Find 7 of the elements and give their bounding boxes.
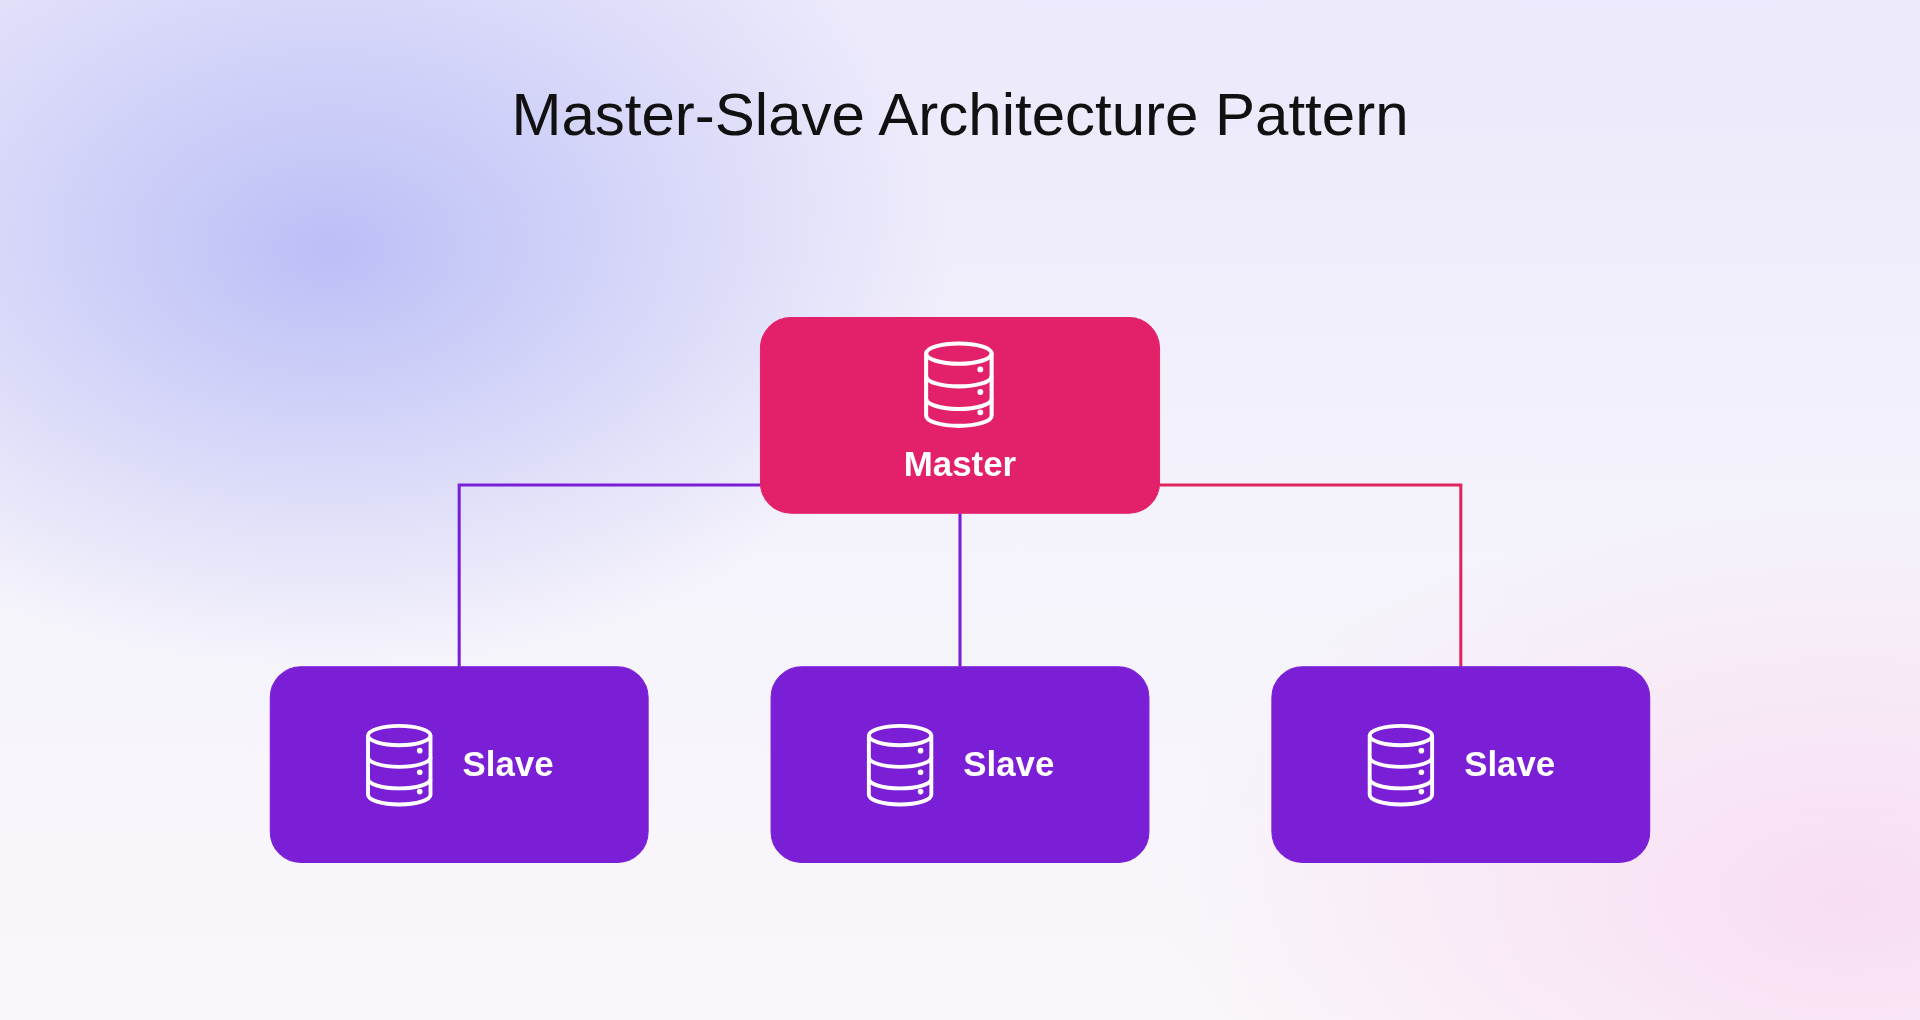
node-box: Master — [759, 317, 1161, 514]
connector — [1159, 483, 1463, 667]
node-box: Slave — [1271, 666, 1651, 863]
diagram-title: Master-Slave Architecture Pattern — [511, 81, 1409, 148]
node-box: Slave — [770, 666, 1150, 863]
node-box: Slave — [269, 666, 649, 863]
connector — [457, 483, 761, 667]
